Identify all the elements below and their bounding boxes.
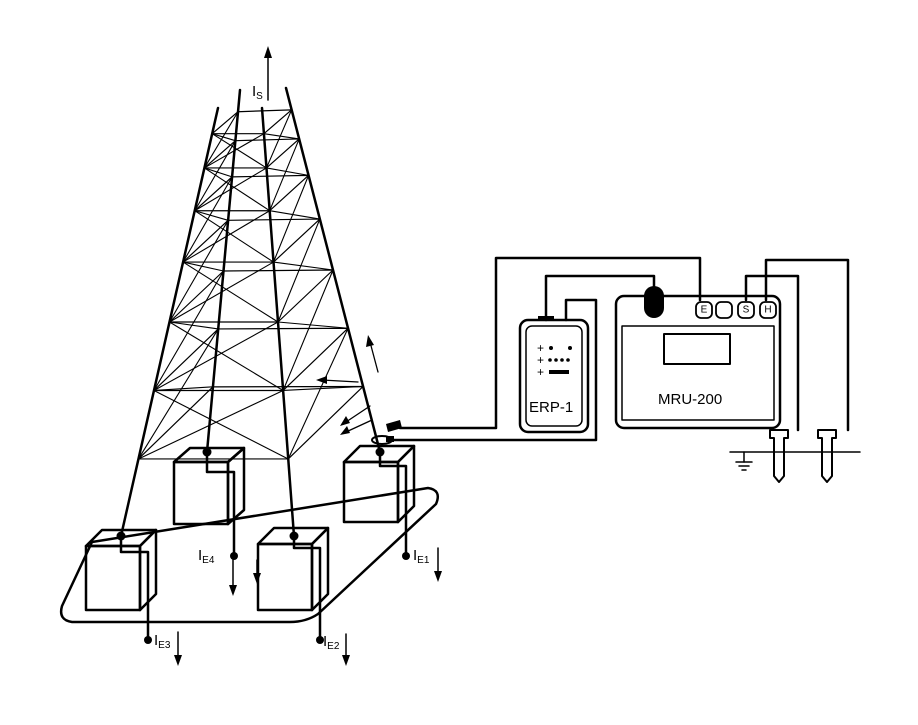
- current-label-is: IS: [252, 83, 263, 102]
- current-label-ie3: IE3: [154, 632, 171, 651]
- svg-text:E: E: [701, 305, 708, 316]
- svg-text:IE3: IE3: [154, 632, 171, 651]
- current-label-ie1: IE1: [413, 547, 430, 566]
- svg-text:IE2: IE2: [323, 633, 340, 652]
- svg-text:IS: IS: [252, 83, 263, 102]
- current-clamp: [371, 420, 402, 445]
- current-label-ie2: IE2: [323, 633, 340, 652]
- erp-1-indicator-icon: + + +: [537, 341, 572, 379]
- mru-200-meter: E S H MRU-200: [614, 286, 782, 430]
- foundation-block-1: [342, 444, 416, 524]
- leg-wires: [116, 447, 410, 644]
- earth-probe-h: [817, 429, 837, 483]
- svg-text:S: S: [743, 305, 750, 316]
- erp-1-device: + + + ERP-1: [518, 316, 590, 434]
- foundation-plate: [59, 486, 439, 624]
- terminal-e: E: [695, 301, 713, 319]
- earth-probe-s: [769, 429, 789, 483]
- erp-1-name: ERP-1: [529, 399, 573, 416]
- svg-text:H: H: [764, 305, 771, 316]
- svg-text:+: +: [537, 353, 544, 367]
- terminal-h: H: [759, 301, 777, 319]
- current-label-ie4: IE4: [198, 547, 215, 566]
- svg-text:IE1: IE1: [413, 547, 430, 566]
- svg-text:+: +: [537, 341, 544, 355]
- terminal-s: S: [737, 301, 755, 319]
- current-arrows: [174, 46, 442, 666]
- svg-text:+: +: [537, 365, 544, 379]
- lattice-tower: [119, 86, 382, 538]
- svg-text:IE4: IE4: [198, 547, 215, 566]
- mru-200-name: MRU-200: [658, 391, 722, 408]
- measurement-wires: [390, 256, 850, 442]
- ground-symbol: [729, 451, 861, 471]
- terminal-blank: [715, 301, 733, 319]
- foundation-block-4: [172, 446, 246, 526]
